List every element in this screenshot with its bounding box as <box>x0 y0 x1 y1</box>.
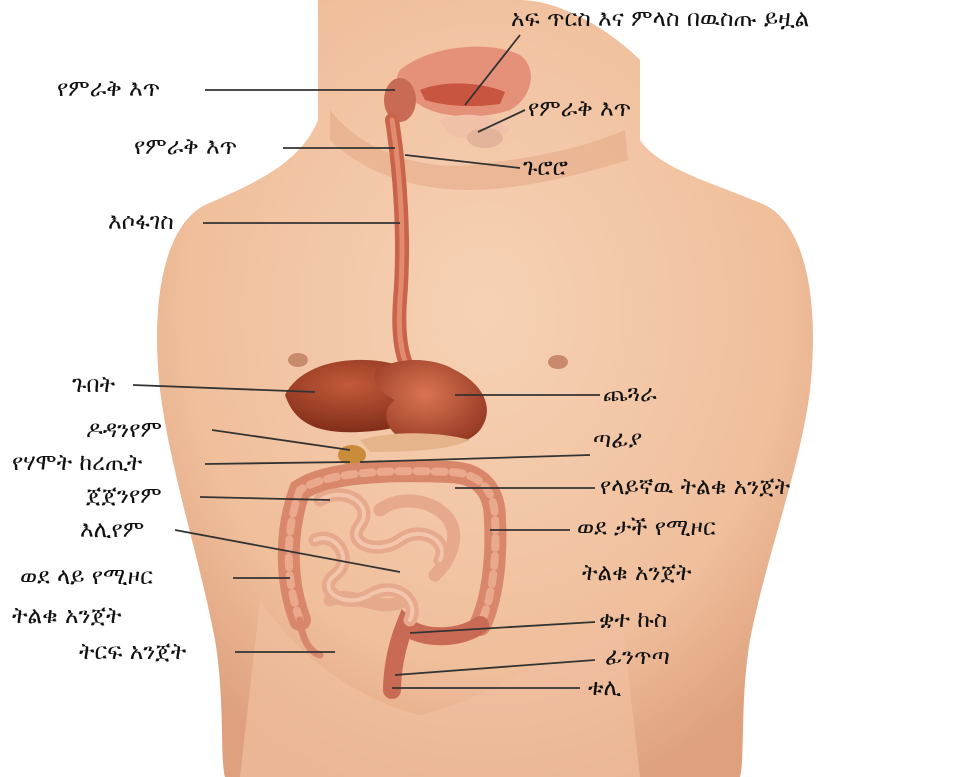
label-descending-colon-line1: ወደ ታች የሚዞር <box>577 517 716 540</box>
label-pharynx: ጉሮሮ <box>523 157 568 180</box>
label-gallbladder: ጣፊያ <box>593 429 642 452</box>
label-ascending-colon-line1: ወደ ላይ የሚዞር <box>20 566 153 589</box>
label-jejunum: ጀጀንየም <box>86 485 162 508</box>
label-esophagus: እሶፋገስ <box>108 211 174 234</box>
label-sigmoid-colon: ቋተ ኩስ <box>599 609 667 632</box>
label-ileum: እሊየም <box>80 519 144 542</box>
label-transverse-colon: የላይኛዉ ትልቁ አንጀት <box>600 476 790 499</box>
label-ascending-colon-line2: ትልቁ አንጀት <box>12 605 122 628</box>
label-duodenum: ዶዳንየም <box>86 419 162 442</box>
body-silhouette <box>157 0 813 777</box>
label-appendix: ትርፍ አንጀት <box>79 641 186 664</box>
label-salivary-gland-left-1: የምራቅ እጥ <box>57 78 160 101</box>
label-liver: ጉበት <box>72 374 115 397</box>
label-salivary-gland-left-2: የምራቅ እጥ <box>134 136 237 159</box>
label-descending-colon-line2: ትልቁ አንጀት <box>582 562 692 585</box>
label-rectum: ፊንጥጣ <box>605 646 670 669</box>
label-salivary-gland-right: የምራቅ እጥ <box>528 98 631 121</box>
label-pancreas: የሃሞት ከረጢት <box>12 452 142 475</box>
label-anus: ቱሊ <box>588 677 621 700</box>
label-stomach: ጨጓራ <box>603 383 657 406</box>
label-mouth: አፍ ጥርስ እና ምላስ በዉስጡ ይዟል <box>511 8 809 31</box>
